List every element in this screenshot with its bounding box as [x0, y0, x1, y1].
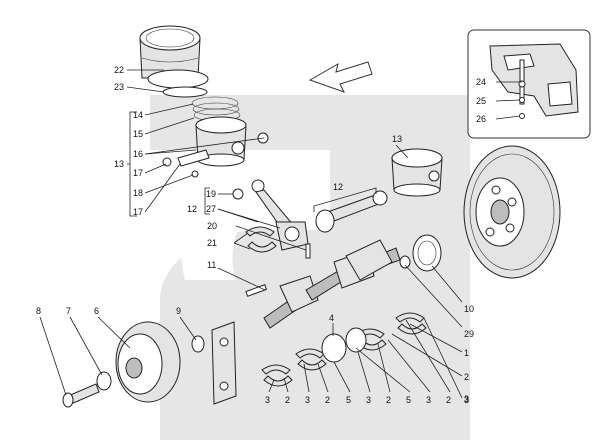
callout-16: 16: [133, 149, 143, 159]
callout-7: 7: [66, 306, 71, 316]
bottom-callout: 3: [366, 395, 371, 405]
connecting-rod-left: [251, 179, 311, 259]
front-seal: [191, 335, 205, 353]
bottom-callout: 2: [285, 395, 290, 405]
bottom-callout-row: 3 2 3 2 5 3 2 5 3 2 3: [265, 395, 469, 405]
callout-12: 12: [187, 204, 197, 214]
timing-gear: [211, 321, 237, 405]
callout-13: 13: [392, 134, 402, 144]
main-bearing-shells: [261, 312, 427, 387]
callout-6: 6: [94, 306, 99, 316]
washer: [96, 371, 112, 391]
bottom-callout: 2: [325, 395, 330, 405]
callout-27: 27: [206, 204, 216, 214]
callout-19: 19: [206, 189, 216, 199]
callout-1: 1: [464, 348, 469, 358]
rod-bearing-shells: [232, 188, 277, 253]
callout-13: 13: [114, 159, 124, 169]
callout-3: 3: [464, 394, 469, 404]
callout-labels: 22 23 14 15 16 13 17 18 17 19 12 27 20 2…: [36, 65, 486, 404]
bottom-callout: 3: [426, 395, 431, 405]
bottom-callout: 2: [386, 395, 391, 405]
callout-17: 17: [133, 168, 143, 178]
bottom-callout: 5: [406, 395, 411, 405]
crankshaft: [263, 239, 411, 329]
callout-14: 14: [133, 110, 143, 120]
callout-9: 9: [176, 306, 181, 316]
callout-23: 23: [114, 82, 124, 92]
rear-oil-seal: [412, 234, 442, 272]
piston-left: [195, 116, 247, 167]
pulley-bolt: [62, 383, 100, 408]
callout-12: 12: [333, 182, 343, 192]
o-ring: [162, 86, 208, 98]
callout-8: 8: [36, 306, 41, 316]
callout-20: 20: [207, 221, 217, 231]
callout-10: 10: [464, 304, 474, 314]
inset-detail: [467, 29, 591, 139]
bottom-callout: 3: [265, 395, 270, 405]
callout-11: 11: [207, 260, 216, 270]
callout-29: 29: [464, 329, 474, 339]
flywheel: [463, 145, 561, 279]
callout-18: 18: [133, 188, 143, 198]
callout-24: 24: [476, 77, 486, 87]
callout-21: 21: [207, 238, 217, 248]
callout-22: 22: [114, 65, 124, 75]
callout-15: 15: [133, 129, 143, 139]
callout-2: 2: [464, 372, 469, 382]
crank-key: [245, 284, 268, 297]
callout-26: 26: [476, 114, 486, 124]
cylinder-liner: [139, 25, 209, 89]
callout-4: 4: [329, 313, 334, 323]
bottom-callout: 2: [446, 395, 451, 405]
callout-17: 17: [133, 207, 143, 217]
crank-pulley: [115, 321, 181, 403]
bottom-callout: 3: [305, 395, 310, 405]
piston-right: [391, 148, 443, 197]
bottom-callout: 3: [464, 395, 469, 405]
bottom-callout: 5: [346, 395, 351, 405]
direction-arrow: [308, 61, 373, 93]
leader-lines: [39, 69, 522, 399]
callout-25: 25: [476, 96, 486, 106]
connecting-rod-right: [315, 190, 388, 233]
